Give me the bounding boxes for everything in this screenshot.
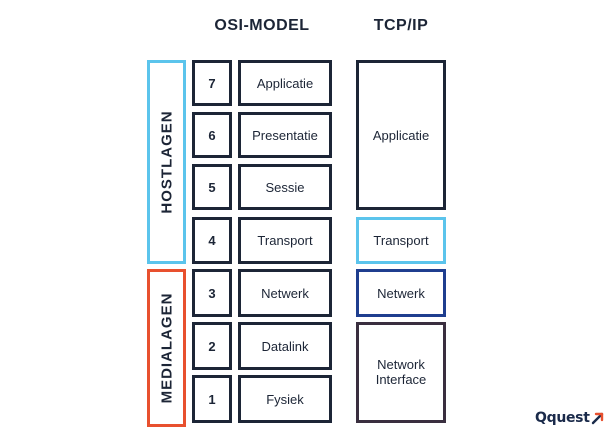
arrow-icon (591, 412, 603, 425)
osi-layer-presentatie: Presentatie (238, 112, 332, 158)
hostlagen-group: HOSTLAGEN (147, 60, 186, 264)
tcp-layer-applicatie: Applicatie (356, 60, 446, 210)
tcp-layer-network-interface: Network Interface (356, 322, 446, 423)
osi-layer-1-number: 1 (192, 375, 232, 423)
medialagen-group: MEDIALAGEN (147, 269, 186, 427)
osi-layer-4-number: 4 (192, 217, 232, 264)
osi-layer-2-number: 2 (192, 322, 232, 370)
osi-layer-sessie: Sessie (238, 164, 332, 210)
osi-layer-fysiek: Fysiek (238, 375, 332, 423)
osi-layer-netwerk: Netwerk (238, 269, 332, 317)
tcp-layer-netwerk: Netwerk (356, 269, 446, 317)
medialagen-label: MEDIALAGEN (158, 292, 175, 404)
osi-layer-3-number: 3 (192, 269, 232, 317)
osi-layer-6-number: 6 (192, 112, 232, 158)
tcp-layer-transport: Transport (356, 217, 446, 264)
tcp-ip-heading: TCP/IP (373, 17, 429, 34)
brand-wordmark: Qquest (535, 410, 590, 426)
osi-layer-applicatie: Applicatie (238, 60, 332, 106)
qquest-logo: Qquest (535, 408, 605, 428)
osi-layer-transport: Transport (238, 217, 332, 264)
osi-layer-datalink: Datalink (238, 322, 332, 370)
osi-layer-7-number: 7 (192, 60, 232, 106)
osi-model-heading: OSI-MODEL (214, 17, 310, 34)
osi-layer-5-number: 5 (192, 164, 232, 210)
hostlagen-label: HOSTLAGEN (158, 110, 175, 214)
